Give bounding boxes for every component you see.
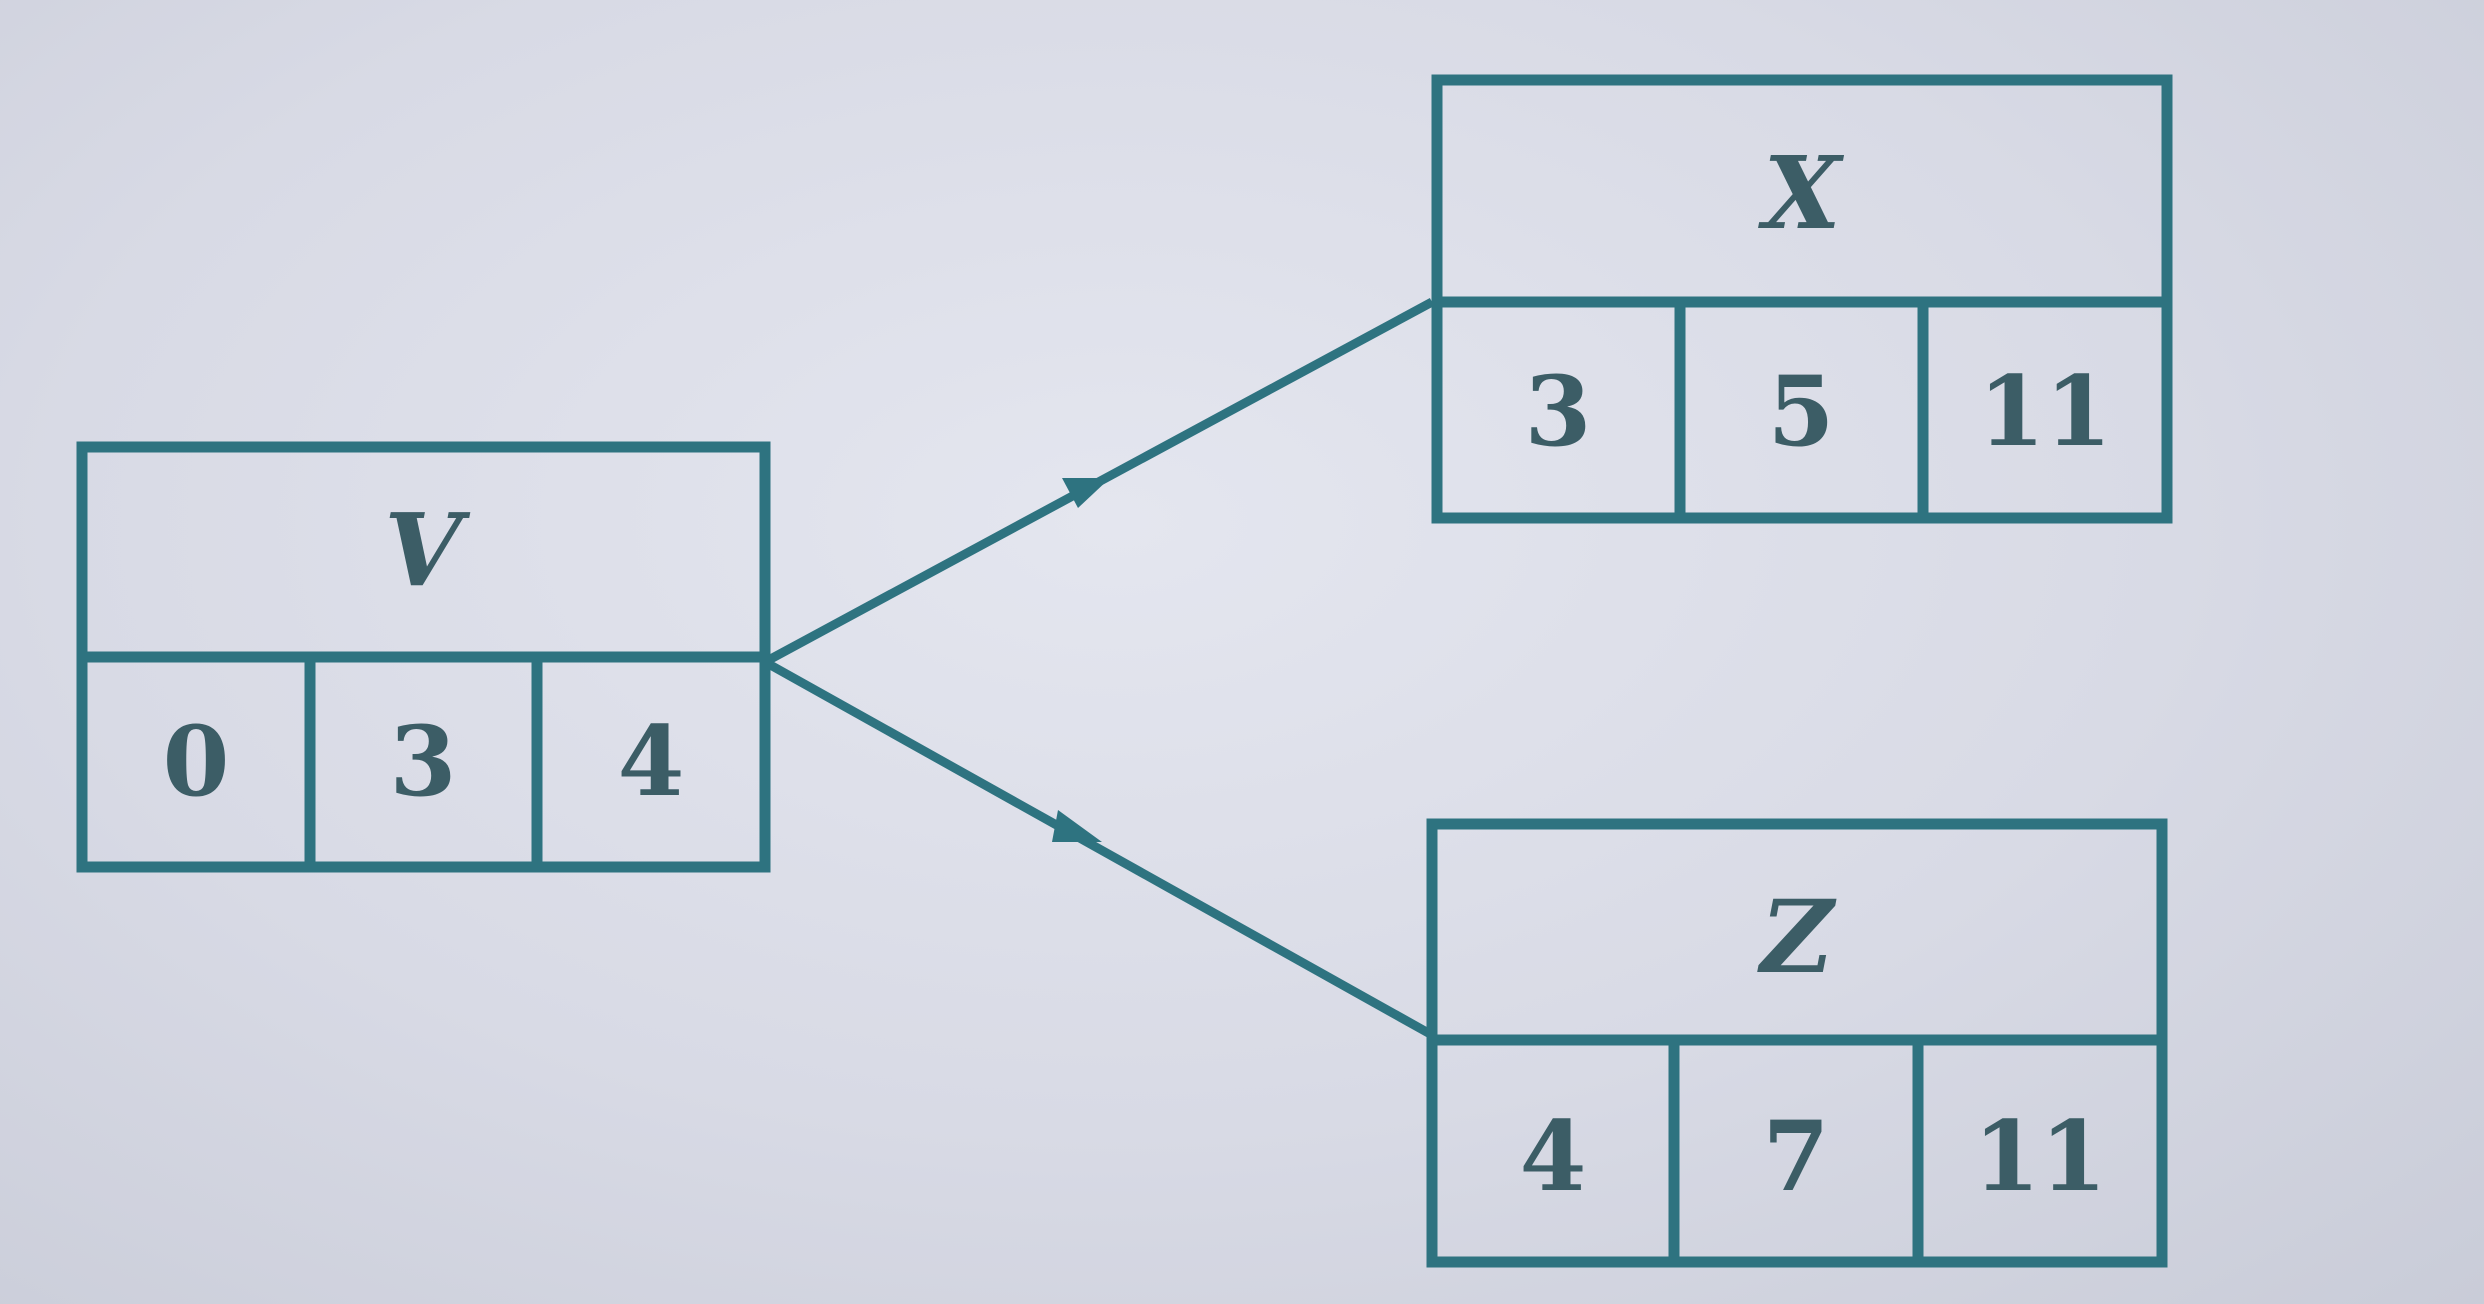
edge-v-z [762,658,1435,1039]
node-z-title: Z [1757,878,1838,996]
node-v-value-3: 4 [618,705,685,818]
node-z-value-2: 7 [1763,1100,1830,1213]
edge-v-x [762,298,1435,666]
edge-arrow-v-x [1062,478,1110,508]
node-z-value-1: 4 [1520,1100,1587,1213]
node-v-value-2: 3 [390,705,457,818]
node-x-title: X [1757,134,1844,252]
node-z-value-3: 11 [1973,1100,2107,1213]
node-v: V 0 3 4 [76,441,771,873]
node-x-value-1: 3 [1525,355,1592,468]
edge-arrow-v-z [1052,810,1102,842]
node-z: Z 4 7 11 [1426,818,2168,1268]
node-x: X 3 5 11 [1431,74,2173,524]
node-v-title: V [384,491,471,609]
node-x-value-2: 5 [1768,355,1835,468]
node-x-value-3: 11 [1978,355,2112,468]
node-v-value-1: 0 [163,705,230,818]
